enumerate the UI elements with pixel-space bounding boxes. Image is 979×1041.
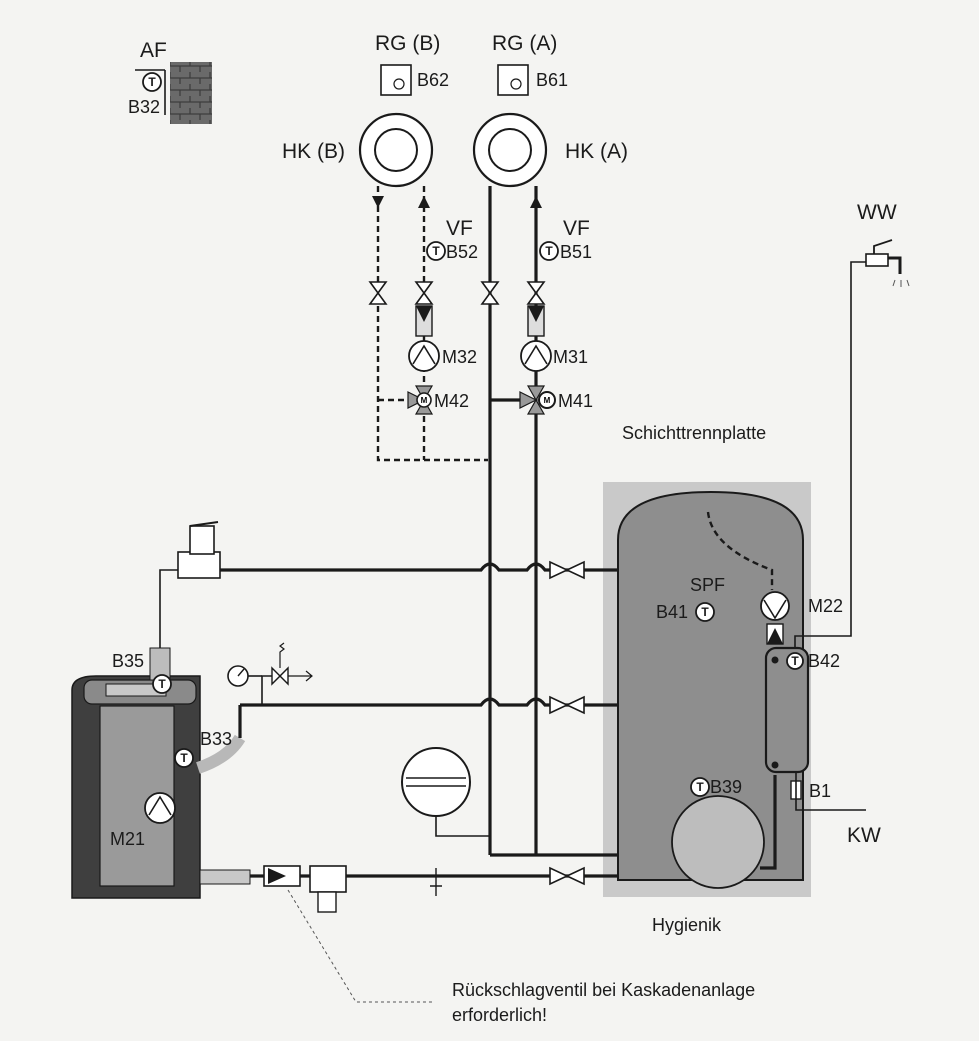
pump-m22-icon bbox=[760, 591, 790, 621]
check-valves-circuits bbox=[415, 305, 545, 337]
b41-sensor-icon: T bbox=[695, 602, 715, 622]
main-pipes bbox=[159, 470, 618, 1003]
m22-label: M22 bbox=[808, 596, 843, 616]
vf-a-group: VF T B51 bbox=[539, 217, 592, 262]
b32-label: B32 bbox=[128, 97, 160, 117]
kw-label: KW bbox=[847, 824, 881, 847]
b39-label: B39 bbox=[710, 777, 742, 797]
b52-sensor-icon: T bbox=[426, 241, 446, 261]
b1-label: B1 bbox=[809, 781, 831, 801]
pump-m21-icon bbox=[144, 792, 176, 824]
heating-circuit-b: HK (B) bbox=[282, 112, 434, 188]
storage-tank: SPF B41 T M22 T B42 T B39 B1 bbox=[603, 482, 843, 897]
tank-body bbox=[617, 490, 804, 881]
expansion-vessel-icon bbox=[401, 747, 471, 817]
pump-m32-icon bbox=[408, 340, 440, 372]
svg-text:T: T bbox=[545, 244, 553, 258]
tank-valve-top-icon bbox=[549, 560, 585, 580]
tank-valve-bottom-icon bbox=[549, 866, 585, 886]
wall-icon bbox=[170, 62, 212, 124]
spf-label: SPF bbox=[690, 575, 725, 595]
svg-text:T: T bbox=[791, 654, 799, 668]
b51-label: B51 bbox=[560, 242, 592, 262]
air-separator-icon bbox=[177, 551, 221, 579]
tank-valve-mid-icon bbox=[549, 695, 585, 715]
valve-a-flow-icon bbox=[526, 281, 546, 305]
dirt-trap-icon bbox=[309, 865, 347, 893]
schichttrennplatte-label: Schichttrennplatte bbox=[622, 423, 766, 443]
motor-m42-icon bbox=[416, 392, 432, 408]
b33-label: B33 bbox=[200, 729, 232, 749]
svg-text:T: T bbox=[701, 605, 709, 619]
svg-text:T: T bbox=[158, 677, 166, 691]
m31-label: M31 bbox=[553, 347, 588, 367]
vf-b-group: VF T B52 bbox=[426, 217, 478, 262]
heating-circuit-a: HK (A) bbox=[472, 112, 628, 188]
pump-m32: M32 bbox=[408, 340, 477, 372]
hk-b-label: HK (B) bbox=[282, 140, 345, 163]
b42-label: B42 bbox=[808, 651, 840, 671]
b35-label: B35 bbox=[112, 651, 144, 671]
heat-exchanger-coil bbox=[671, 795, 765, 889]
valve-b-flow-icon bbox=[414, 281, 434, 305]
ww-label: WW bbox=[857, 201, 897, 224]
svg-text:T: T bbox=[432, 244, 440, 258]
b52-label: B52 bbox=[446, 242, 478, 262]
vf-b-label: VF bbox=[446, 217, 473, 240]
mixer-m42: M M42 bbox=[407, 385, 469, 415]
pump-m31: M31 bbox=[520, 340, 588, 372]
shutoff-valves-circuits bbox=[368, 281, 546, 305]
b42-sensor-icon: T bbox=[786, 652, 804, 670]
hygienik-label: Hygienik bbox=[652, 915, 722, 935]
boiler: T B35 T M21 B33 bbox=[71, 647, 251, 899]
valve-a-return-icon bbox=[480, 281, 500, 305]
valve-b-return-icon bbox=[368, 281, 388, 305]
note-line-1: Rückschlagventil bei Kaskadenanlage bbox=[452, 980, 755, 1000]
m41-label: M41 bbox=[558, 391, 593, 411]
pump-m31-icon bbox=[520, 340, 552, 372]
svg-text:T: T bbox=[696, 780, 704, 794]
b41-label: B41 bbox=[656, 602, 688, 622]
m42-label: M42 bbox=[434, 391, 469, 411]
b62-label: B62 bbox=[417, 70, 449, 90]
rg-b-label: RG (B) bbox=[375, 32, 440, 55]
m21-label: M21 bbox=[110, 829, 145, 849]
vf-a-label: VF bbox=[563, 217, 590, 240]
hk-a-label: HK (A) bbox=[565, 140, 628, 163]
note-line-2: erforderlich! bbox=[452, 1005, 547, 1025]
m32-label: M32 bbox=[442, 347, 477, 367]
svg-text:M: M bbox=[421, 396, 428, 405]
svg-text:T: T bbox=[180, 751, 188, 765]
mixer-m41: M M41 bbox=[519, 385, 593, 415]
rg-a-label: RG (A) bbox=[492, 32, 557, 55]
tap-icon bbox=[865, 239, 910, 287]
svg-text:M: M bbox=[544, 396, 551, 405]
room-unit-a: RG (A) B61 bbox=[492, 32, 568, 96]
af-label: AF bbox=[140, 39, 167, 62]
domestic-water-lines: WW KW bbox=[794, 201, 910, 847]
b35-sensor-icon: T bbox=[152, 674, 172, 694]
b61-label: B61 bbox=[536, 70, 568, 90]
outdoor-sensor-group: AF T B32 bbox=[128, 39, 212, 124]
motor-m41-icon bbox=[538, 391, 556, 409]
b32-sensor-icon: T bbox=[142, 72, 162, 92]
boiler-temp-sensor-icon: T bbox=[174, 748, 194, 768]
b51-sensor-icon: T bbox=[539, 241, 559, 261]
svg-text:T: T bbox=[148, 75, 156, 89]
b39-sensor-icon: T bbox=[690, 777, 710, 797]
room-unit-b: RG (B) B62 bbox=[375, 32, 449, 96]
plate-heat-exchanger bbox=[764, 646, 810, 774]
safety-valve-icon bbox=[271, 666, 289, 686]
circuit-b-pipes bbox=[372, 186, 488, 462]
